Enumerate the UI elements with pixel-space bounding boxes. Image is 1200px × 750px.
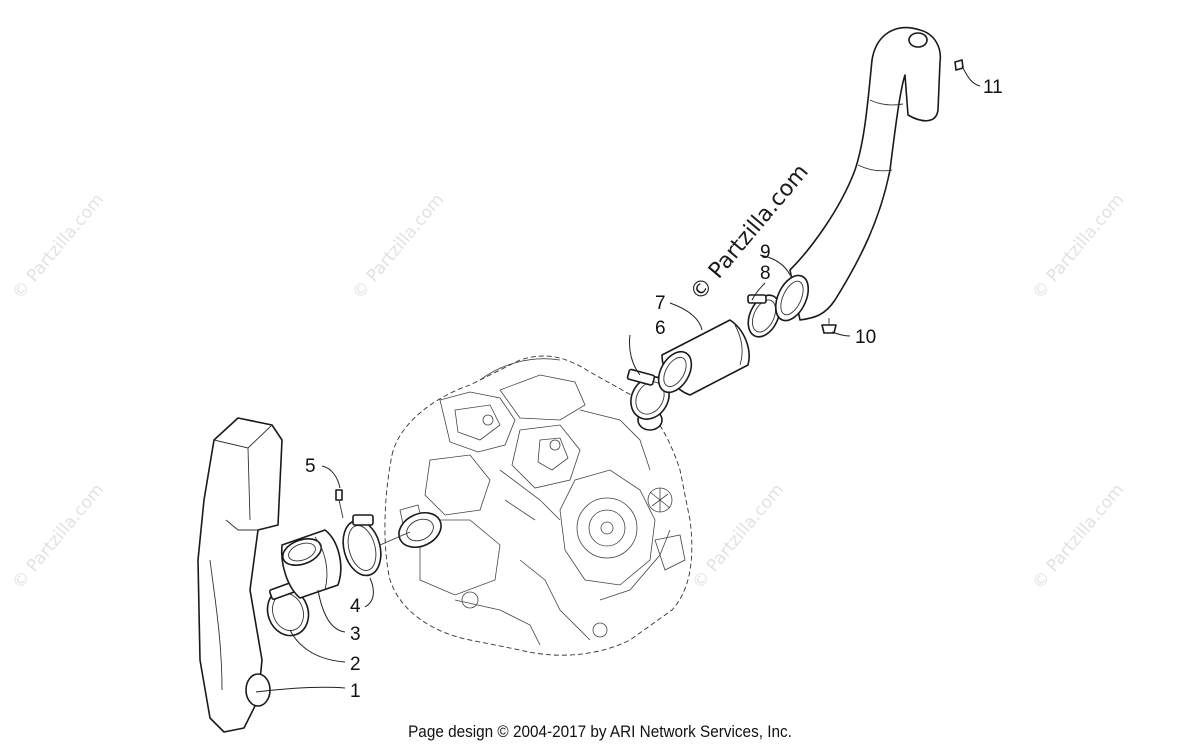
part-10-push-pin <box>821 318 837 334</box>
watermark-4: © Partzilla.com <box>9 480 109 593</box>
callout-8: 8 <box>760 263 771 284</box>
part-11-screw <box>954 59 964 71</box>
callout-5: 5 <box>305 456 316 477</box>
part-7-boot <box>657 319 750 396</box>
watermark-3: © Partzilla.com <box>1029 190 1129 303</box>
watermark-6: © Partzilla.com <box>1029 480 1129 593</box>
page-footer: Page design © 2004-2017 by ARI Network S… <box>408 722 792 741</box>
part-1-intake-duct <box>197 417 283 733</box>
callout-10: 10 <box>855 327 876 348</box>
part-9-outlet-duct <box>774 26 942 322</box>
callout-2: 2 <box>350 654 361 675</box>
part-2-clamp <box>266 579 310 637</box>
callout-6: 6 <box>655 318 666 339</box>
callout-4: 4 <box>350 596 361 617</box>
callout-7: 7 <box>655 293 666 314</box>
part-4-clamp <box>342 514 382 577</box>
watermark-5: © Partzilla.com <box>689 480 789 593</box>
part-3-boot <box>280 529 342 599</box>
callout-3: 3 <box>350 624 361 645</box>
watermark-2: © Partzilla.com <box>349 190 449 303</box>
callout-9: 9 <box>760 242 771 263</box>
callout-1: 1 <box>350 681 361 702</box>
part-8-clamp <box>747 294 781 338</box>
background-watermarks: © Partzilla.com © Partzilla.com © Partzi… <box>9 190 1129 593</box>
part-5-screw <box>335 489 344 519</box>
callout-11: 11 <box>983 77 1003 98</box>
assembly-line-front <box>379 531 411 546</box>
watermark-1: © Partzilla.com <box>9 190 109 303</box>
callouts: 1 2 3 4 5 6 7 8 9 10 11 <box>255 65 1003 702</box>
